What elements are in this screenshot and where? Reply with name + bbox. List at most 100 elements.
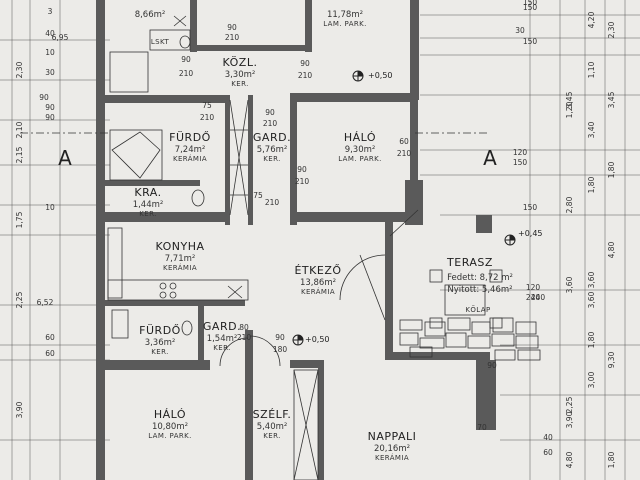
right-small-dimension-10: 60 (543, 448, 553, 457)
left-small-dimension-3: 30 (45, 68, 55, 77)
right-small-dimension-5: 150 (523, 203, 538, 212)
right-dimension-b-5: 3,60 (587, 291, 596, 308)
left-dimension-2: 2,15 (15, 146, 24, 163)
room-area-top-right: 11,78m² (327, 10, 363, 20)
door-dimension-18: 90 (275, 333, 285, 342)
fixtures (20, 15, 541, 480)
room-area-konyha: 7,71m² (165, 254, 196, 264)
room-dimension-2: 90 (39, 93, 49, 102)
room-area-etkezo: 13,86m² (300, 278, 336, 288)
room-material-nappali: KERÁMIA (375, 453, 409, 462)
room-material-halo2: LAM. PARK. (148, 432, 192, 440)
room-name-konyha: KONYHA (155, 240, 204, 253)
left-dimension-lines (0, 0, 110, 480)
section-mark-right: A (483, 146, 497, 170)
right-small-dimension-1: 30 (515, 26, 525, 35)
door-dimension-14: 75 (253, 191, 263, 200)
right-dimension-b-7: 3,00 (587, 371, 596, 388)
right-small-dimension-8: 90 (487, 361, 497, 370)
door-dimension-12: 90 (297, 165, 307, 174)
door-dimension-10: 60 (399, 137, 409, 146)
right-dimension-c-5: 1,80 (607, 451, 616, 468)
room-material-kozl: KER. (231, 80, 248, 88)
right-dimension-c-2: 1,80 (607, 161, 616, 178)
room-material-konyha: KERÁMIA (163, 263, 197, 272)
left-dimension-4: 2,25 (15, 291, 24, 308)
room-name-furdo2: FÜRDŐ (139, 323, 181, 337)
left-small-dimension-4: 90 (45, 103, 55, 112)
left-dimension-1: 2,10 (15, 121, 24, 138)
right-dimension-a-3: 3,60 (565, 276, 574, 293)
elevation-label-2: +0,45 (518, 229, 543, 238)
elevation-label-1: +0,50 (305, 335, 330, 344)
elevation-markers (292, 70, 516, 346)
room-name-gard2: GARD. (203, 320, 241, 333)
door-dimension-13: 210 (295, 177, 310, 186)
room-name-halo2: HÁLÓ (154, 408, 186, 421)
room-name-kozl: KÖZL. (223, 56, 258, 69)
elevation-label-0: +0,50 (368, 71, 393, 80)
room-material-furdo1: KERÁMIA (173, 154, 207, 163)
left-small-dimension-6: 60 (45, 333, 55, 342)
room-material-furdo2: KER. (151, 348, 168, 356)
room-name-nappali: NAPPALI (368, 430, 417, 443)
room-name-kamra: KRA. (134, 186, 161, 199)
room-dimension-3: 150 (523, 0, 538, 7)
left-small-dimension-0: 3 (48, 7, 53, 16)
right-small-dimension-6: 240 (531, 293, 546, 302)
door-dimension-20: 120 (526, 283, 541, 292)
right-small-dimension-4: 150 (513, 158, 528, 167)
room-material-kamra: KER. (139, 210, 156, 218)
room-dimension-0: 6,95 (52, 33, 69, 42)
left-small-dimension-2: 10 (45, 48, 55, 57)
left-small-dimension-7: 60 (45, 349, 55, 358)
section-mark-left: A (58, 146, 72, 170)
room-material-halo1: LAM. PARK. (338, 155, 382, 163)
right-dimension-a-0: 1,20 (565, 101, 574, 118)
wc-label: LSKT (151, 38, 170, 46)
door-dimension-5: 210 (298, 71, 313, 80)
room-area-szelf: 5,40m² (257, 422, 288, 432)
right-dimension-b-6: 1,80 (587, 331, 596, 348)
left-small-dimension-1: 40 (45, 29, 55, 38)
right-dimension-b-4: 3,60 (587, 271, 596, 288)
room-area-kamra: 1,44m² (133, 200, 164, 210)
right-dimension-b-2: 3,40 (587, 121, 596, 138)
door-dimension-4: 90 (300, 59, 310, 68)
right-small-dimension-2: 150 (523, 37, 538, 46)
room-dimension-1: 6,52 (37, 298, 54, 307)
door-dimension-0: 90 (227, 23, 237, 32)
room-area-gard1: 5,76m² (257, 145, 288, 155)
left-dimension-3: 1,75 (15, 211, 24, 228)
left-dimension-5: 3,90 (15, 401, 24, 418)
room-material-gard1: KER. (263, 155, 280, 163)
right-dimension-a-2: 2,80 (565, 196, 574, 213)
right-dimension-a-6: 4,80 (565, 451, 574, 468)
room-material-top-right: LAM. PARK. (323, 20, 367, 28)
door-dimension-6: 75 (202, 101, 212, 110)
room-name-halo1: HÁLÓ (344, 131, 376, 144)
room-name-gard1: GARD. (253, 131, 291, 144)
door-dimension-3: 210 (179, 69, 194, 78)
door-dimension-9: 210 (263, 119, 278, 128)
room-area-halo1: 9,30m² (345, 145, 376, 155)
terrace-covered-area: Fedett: 8,72 m² (447, 273, 513, 283)
walls (96, 0, 496, 480)
door-dimension-21: 240 (526, 293, 541, 302)
right-dimension-b-0: 4,20 (587, 11, 596, 28)
right-dimension-c-1: 3,45 (607, 91, 616, 108)
door-dimension-19: 180 (273, 345, 288, 354)
room-material-gard2: KER. (213, 344, 230, 352)
room-area-nappali: 20,16m² (374, 444, 410, 454)
room-area-kozl: 3,30m² (225, 70, 256, 80)
door-dimension-16: 80 (239, 323, 249, 332)
right-dimension-c-0: 2,30 (607, 21, 616, 38)
right-dimension-b-1: 1,10 (587, 61, 596, 78)
right-small-dimension-0: 150 (523, 3, 538, 12)
right-small-dimension-7: 70 (477, 423, 487, 432)
right-dimension-c-3: 4,80 (607, 241, 616, 258)
terrace-surface-material: KŐLAP (465, 305, 490, 314)
room-area-furdo1: 7,24m² (175, 145, 206, 155)
right-dimension-b-3: 1,80 (587, 176, 596, 193)
right-small-dimension-9: 40 (543, 433, 553, 442)
